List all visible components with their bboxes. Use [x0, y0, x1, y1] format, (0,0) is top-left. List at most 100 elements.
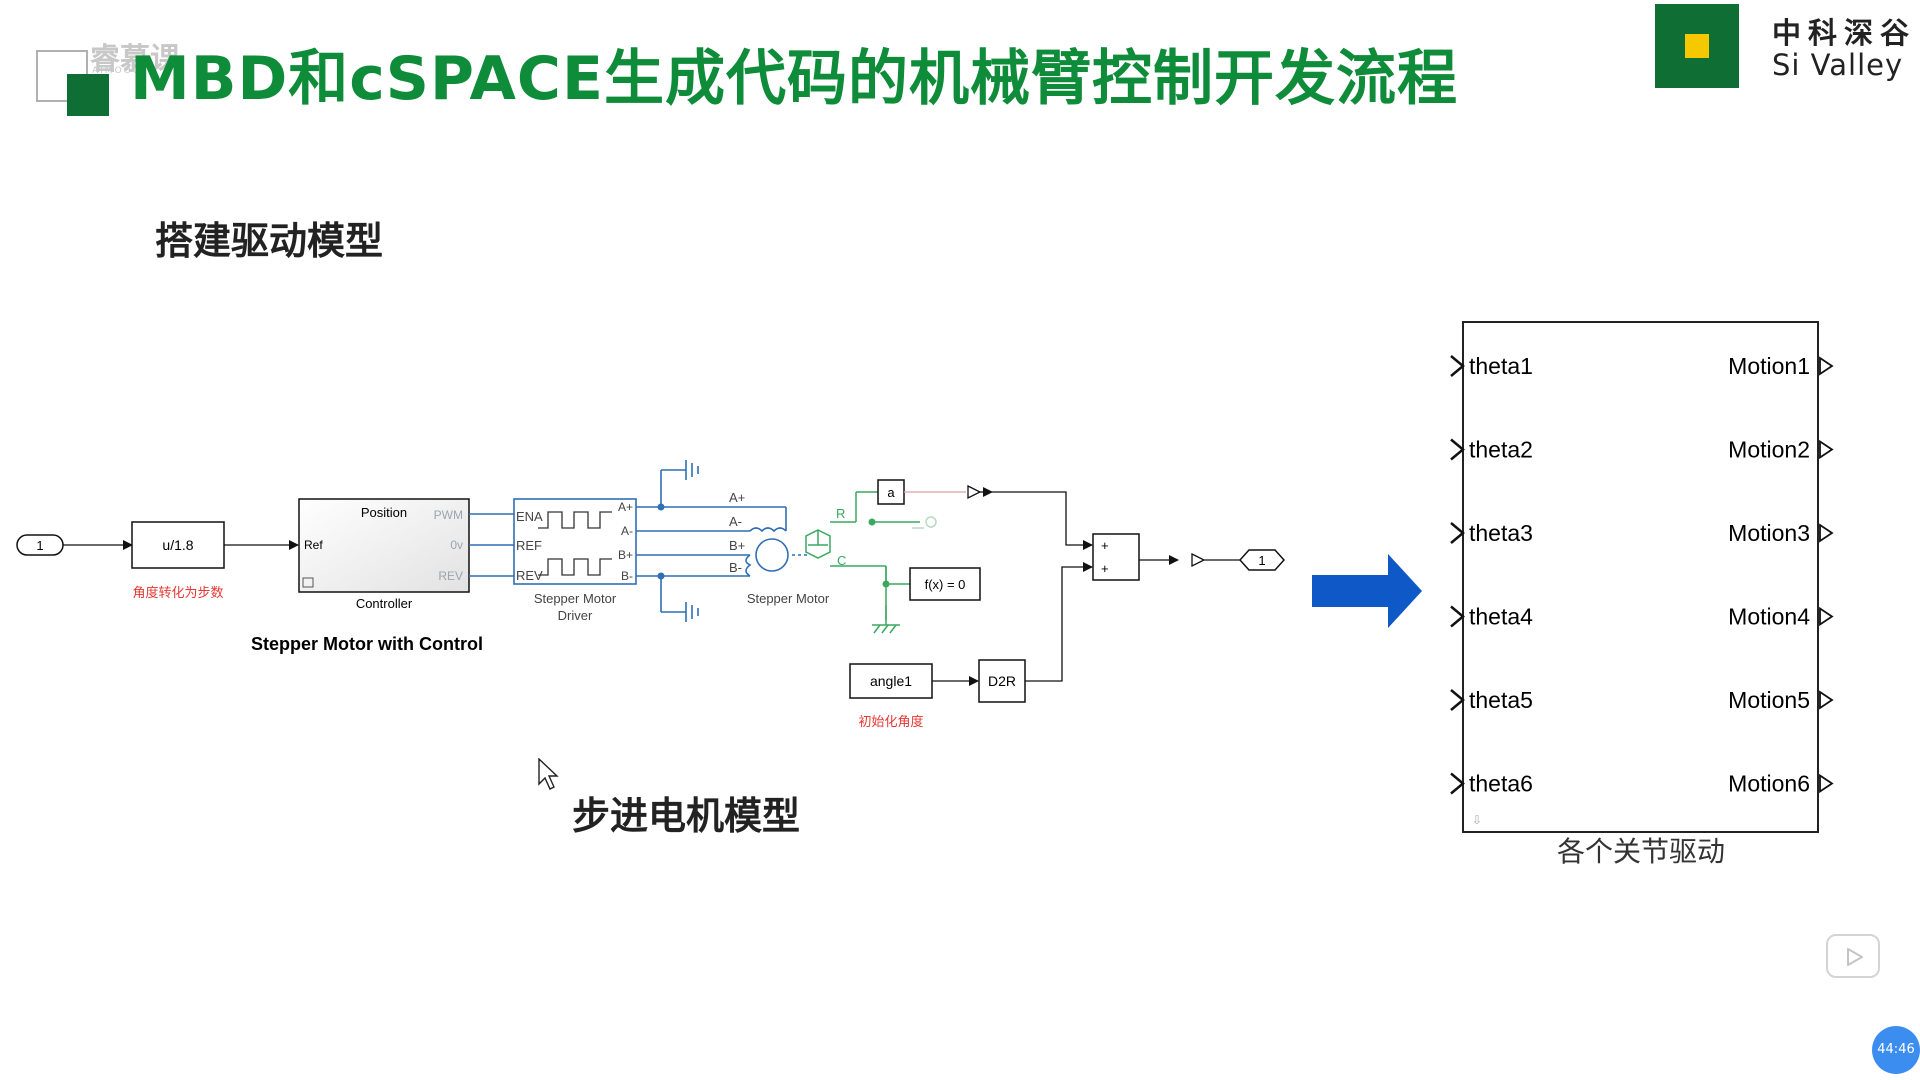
sum-sign-top: + [1101, 538, 1109, 553]
faded-port-icon [912, 516, 937, 529]
sum-sign-bottom: + [1101, 561, 1109, 576]
signal-to-sum-bottom [1025, 562, 1093, 682]
input-port-icon [1450, 438, 1465, 461]
controller-block[interactable]: Position PWM Ref 0v REV [298, 498, 470, 593]
wire-label-a-plus: A+ [729, 490, 745, 505]
gain-label: u/1.8 [162, 537, 193, 553]
inport-label: 1 [36, 538, 43, 553]
electrical-wires [636, 470, 787, 612]
mouse-cursor-icon [538, 758, 559, 790]
joint-input-label: theta1 [1469, 353, 1533, 379]
electrical-ground-icon-2 [661, 602, 699, 622]
timer-badge: 44:46 [1872, 1026, 1920, 1074]
input-port-icon [1450, 355, 1465, 377]
si-valley-logo-icon [1655, 4, 1739, 88]
subsystem-mark-icon [302, 577, 314, 588]
joint-input-label: theta5 [1469, 687, 1533, 713]
driver-port-a-plus: A+ [618, 500, 633, 514]
driver-port-b-plus: B+ [618, 548, 633, 562]
coil-icon [749, 527, 787, 533]
gain-block[interactable]: u/1.8 [131, 521, 225, 569]
joint-output-label: Motion6 [1728, 771, 1810, 797]
driver-port-ref: REF [516, 538, 542, 553]
driver-caption-line1: Stepper Motor [534, 591, 617, 606]
flow-arrow-icon [1312, 554, 1422, 628]
title-decoration-icon [36, 50, 109, 116]
sensor-label-r: R [836, 506, 845, 521]
controller-port-pwm: PWM [434, 508, 463, 522]
joint-output-label: Motion3 [1728, 520, 1810, 546]
gain-caption: 角度转化为步数 [132, 585, 223, 600]
controller-driver-signals [469, 513, 514, 577]
angle-label: angle1 [870, 673, 912, 689]
motor-caption: Stepper Motor [747, 591, 830, 606]
goto-label: a [887, 485, 895, 500]
mechanical-ground-icon [872, 605, 900, 634]
joint-input-label: theta3 [1469, 520, 1533, 546]
junction-dot-3 [868, 518, 876, 526]
logo-text-cn: 中科深谷 [1772, 16, 1917, 50]
heading-build-driver: 搭建驱动模型 [155, 218, 384, 263]
wire-label-a-minus: A- [729, 514, 742, 529]
electrical-ground-icon [661, 460, 699, 480]
outport-label: 1 [1258, 553, 1265, 568]
ps-converter-icon [967, 484, 982, 500]
outport-block[interactable]: 1 [1238, 549, 1286, 571]
output-port-icon [1819, 356, 1834, 376]
wire-label-b-plus: B+ [729, 538, 745, 553]
junction-dot [657, 503, 665, 511]
junction-dot-4 [882, 580, 890, 588]
play-button[interactable] [1826, 934, 1880, 978]
angle-caption: 初始化角度 [858, 714, 923, 729]
stepper-motor-block[interactable] [745, 527, 810, 577]
d2r-block[interactable]: D2R [978, 659, 1026, 703]
driver-port-rev: REV [516, 568, 543, 583]
logo-text-en: Si Valley [1772, 48, 1904, 82]
inport-block[interactable]: 1 [16, 534, 64, 556]
driver-port-a-minus: A- [621, 524, 633, 538]
output-port-icon [1819, 439, 1834, 460]
joint-input-label: theta2 [1469, 437, 1533, 463]
controller-port-0v: 0v [450, 538, 463, 552]
input-port-icon [1450, 605, 1465, 628]
controller-port-ref: Ref [304, 538, 323, 552]
joint-drive-subsystem[interactable]: theta1 theta2 theta3 theta4 theta5 theta6 Moti… [1450, 321, 1834, 833]
controller-port-rev: REV [438, 569, 463, 583]
output-port-icon [1819, 773, 1834, 794]
controller-caption: Controller [356, 596, 413, 611]
solver-label: f(x) = 0 [925, 577, 966, 592]
subsystem-corner-icon: ⇩ [1472, 813, 1482, 827]
input-port-icon [1450, 689, 1465, 711]
controller-header: Position [361, 505, 407, 520]
goto-block-a[interactable]: a [877, 479, 905, 505]
output-port-icon [1819, 606, 1834, 627]
driver-port-b-minus: B- [621, 569, 633, 583]
joint-output-label: Motion5 [1728, 687, 1810, 713]
junction-dot-2 [657, 572, 665, 580]
joint-output-label: Motion2 [1728, 437, 1810, 463]
input-port-icon [1450, 522, 1465, 544]
heading-stepper-model: 步进电机模型 [572, 793, 801, 838]
solver-config-block[interactable]: f(x) = 0 [909, 567, 981, 601]
sum-block[interactable]: + + [1092, 533, 1140, 581]
joint-input-label: theta4 [1469, 604, 1533, 630]
wire-label-b-minus: B- [729, 560, 742, 575]
slide-title: MBD和cSPACE生成代码的机械臂控制开发流程 [130, 44, 1458, 114]
driver-block[interactable]: ENA REF REV A+ A- B+ B- [513, 498, 637, 585]
motor-rotor-icon [755, 538, 789, 572]
joint-output-label: Motion1 [1728, 353, 1810, 379]
joint-block-caption: 各个关节驱动 [1557, 836, 1725, 867]
pwm-waveform-icon [538, 511, 612, 529]
driver-port-ena: ENA [516, 509, 543, 524]
joint-input-label: theta6 [1469, 771, 1533, 797]
angle-constant-block[interactable]: angle1 [849, 663, 933, 699]
play-icon [1847, 948, 1863, 966]
signal-to-sum-top [992, 491, 1093, 550]
input-port-icon [1450, 772, 1465, 795]
output-port-icon [1819, 690, 1834, 710]
coil-icon-2 [745, 554, 752, 577]
driver-caption-line2: Driver [558, 608, 593, 623]
subsystem-caption: Stepper Motor with Control [251, 634, 483, 654]
